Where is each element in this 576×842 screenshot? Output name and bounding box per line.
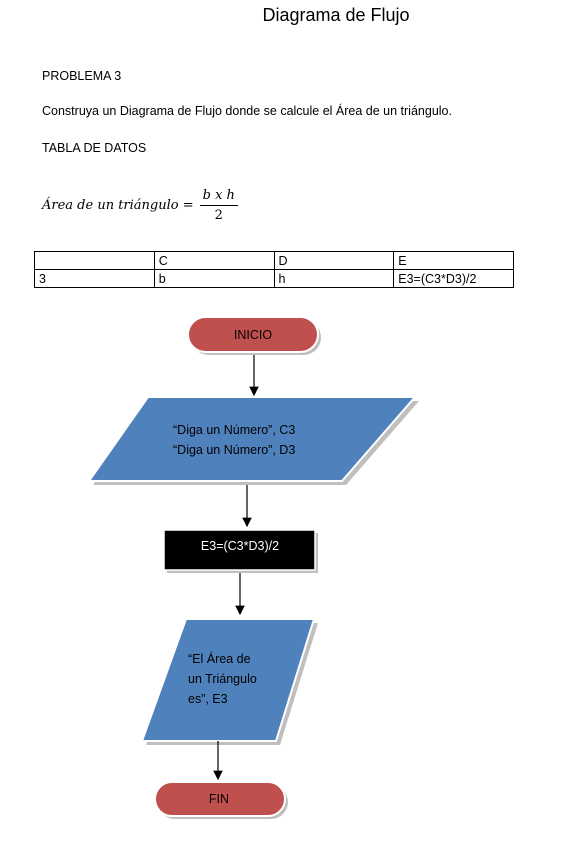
process-box: E3=(C3*D3)/2 — [163, 529, 318, 573]
start-shape — [187, 316, 319, 353]
output-line-2: un Triángulo — [188, 672, 257, 686]
table-row: 3 b h E3=(C3*D3)/2 — [34, 269, 514, 288]
start-terminal: INICIO — [187, 316, 321, 355]
input-shape — [87, 396, 418, 482]
flowchart: INICIO “Diga un Número”, C3 “Diga un Núm… — [87, 316, 419, 819]
table-cell: 3 — [34, 269, 155, 288]
end-label: FIN — [209, 792, 229, 806]
problem-label: PROBLEMA 3 — [42, 69, 122, 83]
process-shape — [163, 529, 316, 571]
process-label: E3=(C3*D3)/2 — [201, 539, 279, 553]
input-line-1: “Diga un Número”, C3 — [173, 423, 295, 437]
formula-denominator: 2 — [214, 208, 223, 223]
output-parallelogram: “El Área de un Triángulo es”, E3 — [140, 618, 318, 745]
table-header-row: C D E — [34, 251, 514, 270]
formula-lhs: Área de un triángulo = — [42, 198, 194, 213]
table-cell — [34, 251, 155, 270]
input-line-2: “Diga un Número”, D3 — [173, 443, 295, 457]
formula-numerator: b x h — [199, 188, 238, 206]
formula-fraction: b x h 2 — [199, 188, 238, 223]
problem-statement: Construya un Diagrama de Flujo donde se … — [42, 104, 452, 118]
table-cell: h — [273, 269, 395, 288]
output-shape — [140, 618, 316, 742]
end-terminal: FIN — [154, 781, 288, 819]
output-line-3: es”, E3 — [188, 692, 228, 706]
output-line-1: “El Área de — [188, 651, 251, 666]
table-heading: TABLA DE DATOS — [42, 141, 147, 155]
area-formula: Área de un triángulo = b x h 2 — [42, 188, 238, 223]
table-cell: E — [393, 251, 514, 270]
start-label: INICIO — [234, 328, 272, 342]
table-cell: b — [153, 269, 275, 288]
page-title: Diagrama de Flujo — [262, 5, 410, 25]
end-shape — [154, 781, 286, 817]
input-parallelogram: “Diga un Número”, C3 “Diga un Número”, D… — [87, 396, 419, 485]
table-cell: D — [273, 251, 395, 270]
table-cell: C — [153, 251, 275, 270]
table-cell: E3=(C3*D3)/2 — [393, 269, 514, 288]
data-table: C D E 3 b h E3=(C3*D3)/2 — [34, 251, 514, 288]
